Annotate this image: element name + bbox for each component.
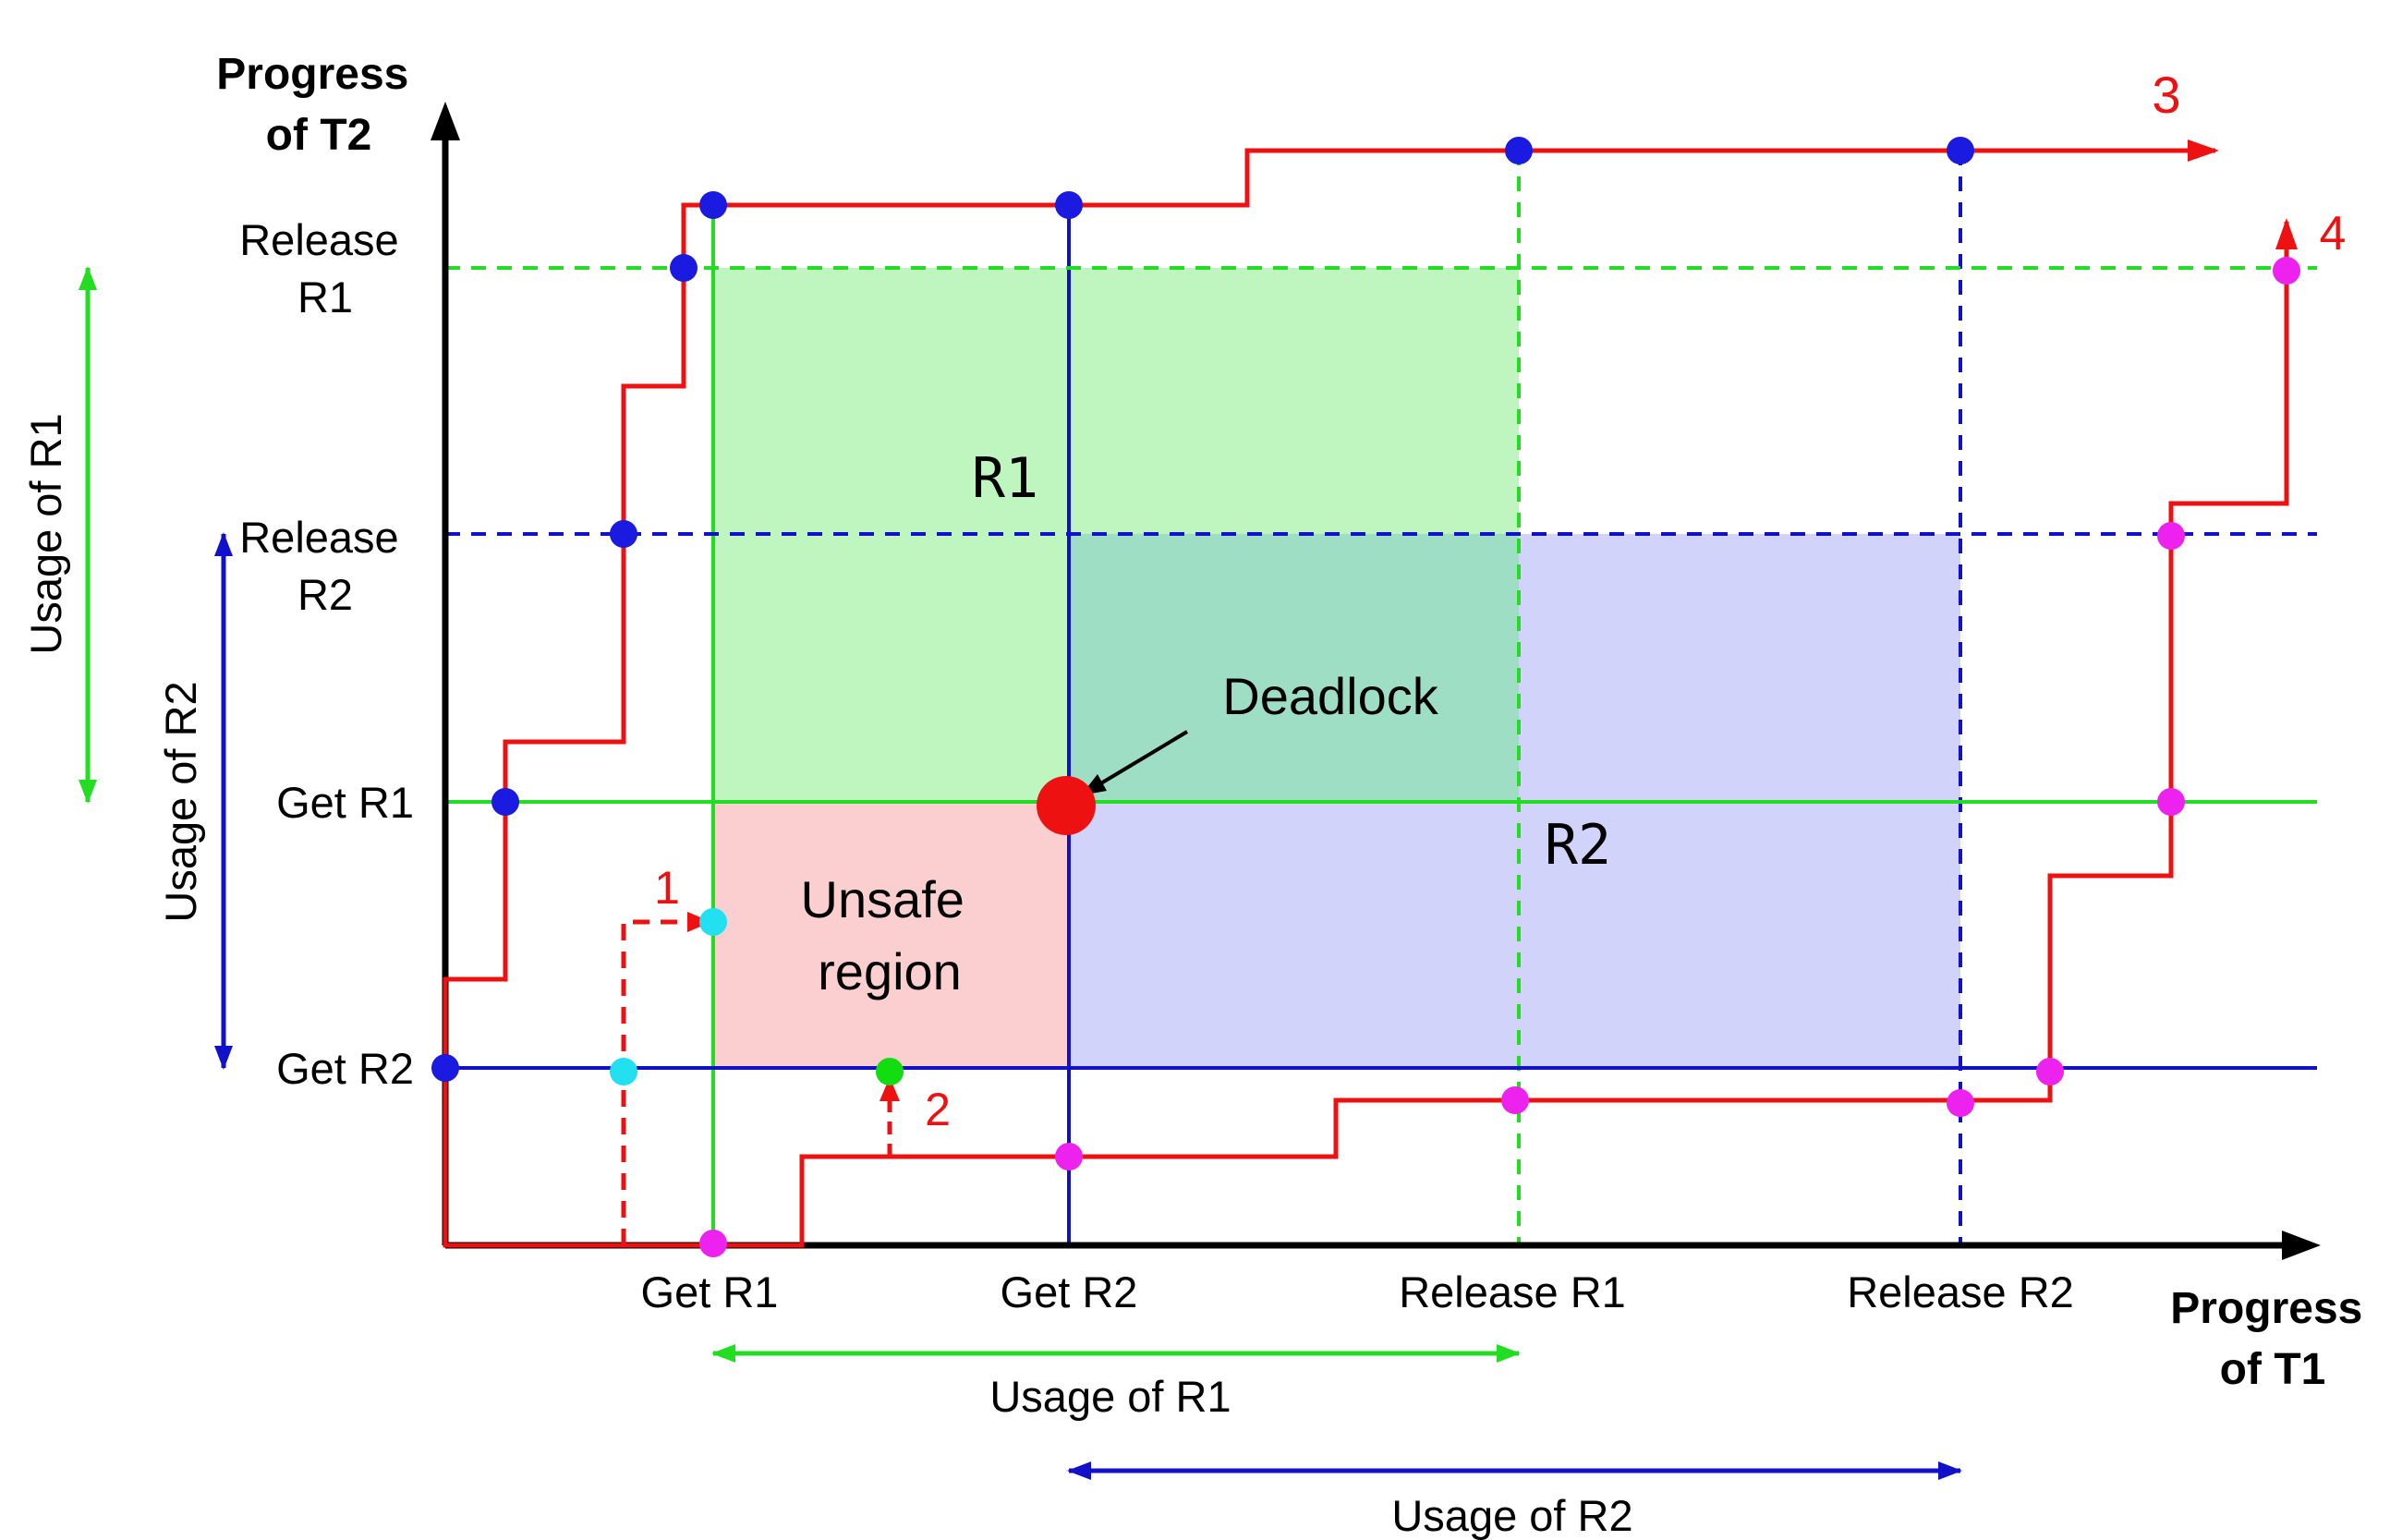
y-tick-get-r2: Get R2 <box>276 1044 414 1093</box>
y-usage-r2-label: Usage of R2 <box>156 681 205 922</box>
path-4-dot <box>1055 1143 1083 1170</box>
path-4-dot <box>2273 257 2300 285</box>
path-3-label: 3 <box>2152 66 2180 124</box>
x-usage-r1-label: Usage of R1 <box>989 1372 1231 1421</box>
y-usage-r1-label: Usage of R1 <box>21 413 70 654</box>
path-4-dot <box>1501 1086 1529 1114</box>
path-4-dot <box>2036 1058 2064 1085</box>
unsafe-region <box>713 802 1069 1068</box>
x-tick-get-r1: Get R1 <box>641 1267 779 1316</box>
path-3-dot <box>610 520 637 548</box>
deadlock-marker <box>1037 776 1096 835</box>
path-3-dot <box>1055 191 1083 219</box>
path-1-dot <box>699 908 727 936</box>
path-2-label: 2 <box>925 1084 951 1135</box>
path-1-dot <box>610 1058 637 1085</box>
path-3-dot <box>670 254 698 282</box>
deadlock-label: Deadlock <box>1222 667 1438 725</box>
y-axis-title: Progress of T2 <box>216 50 420 160</box>
y-tick-get-r1: Get R1 <box>276 778 414 827</box>
x-usage-r2-label: Usage of R2 <box>1391 1491 1632 1540</box>
y-tick-release-r1: Release R1 <box>239 215 411 321</box>
r1-region-label: R1 <box>972 446 1038 511</box>
path-4-dot <box>2157 522 2185 550</box>
path-1-line <box>621 919 691 1245</box>
x-tick-release-r2: Release R2 <box>1847 1267 2074 1316</box>
x-tick-release-r1: Release R1 <box>1399 1267 1626 1316</box>
path-4-dot <box>1947 1089 1974 1117</box>
path-3-dot <box>699 191 727 219</box>
path-3-dot <box>1505 137 1533 164</box>
unsafe-region-label: Unsafe region <box>801 870 979 1000</box>
path-1-label: 1 <box>654 862 680 914</box>
path-3-dot <box>491 788 519 816</box>
path-4-label: 4 <box>2320 207 2347 261</box>
y-tick-release-r2: Release R2 <box>239 513 411 619</box>
path-2-arrowhead <box>880 1077 900 1101</box>
r2-region-label: R2 <box>1545 813 1611 878</box>
path-4-line <box>443 218 2298 1248</box>
y-axis-arrowhead <box>431 102 460 140</box>
path-3-dot <box>431 1054 459 1082</box>
path-4-dot <box>2157 788 2185 816</box>
deadlock-pointer <box>1093 730 1189 789</box>
x-axis-arrowhead <box>2282 1231 2321 1260</box>
path-2-dot <box>876 1058 904 1085</box>
path-3-dot <box>1947 137 1974 164</box>
x-tick-get-r2: Get R2 <box>1001 1267 1138 1316</box>
path-3-line <box>443 139 2219 1068</box>
path-4-dot <box>699 1230 727 1257</box>
x-axis-title: Progress of T1 <box>2170 1284 2374 1394</box>
